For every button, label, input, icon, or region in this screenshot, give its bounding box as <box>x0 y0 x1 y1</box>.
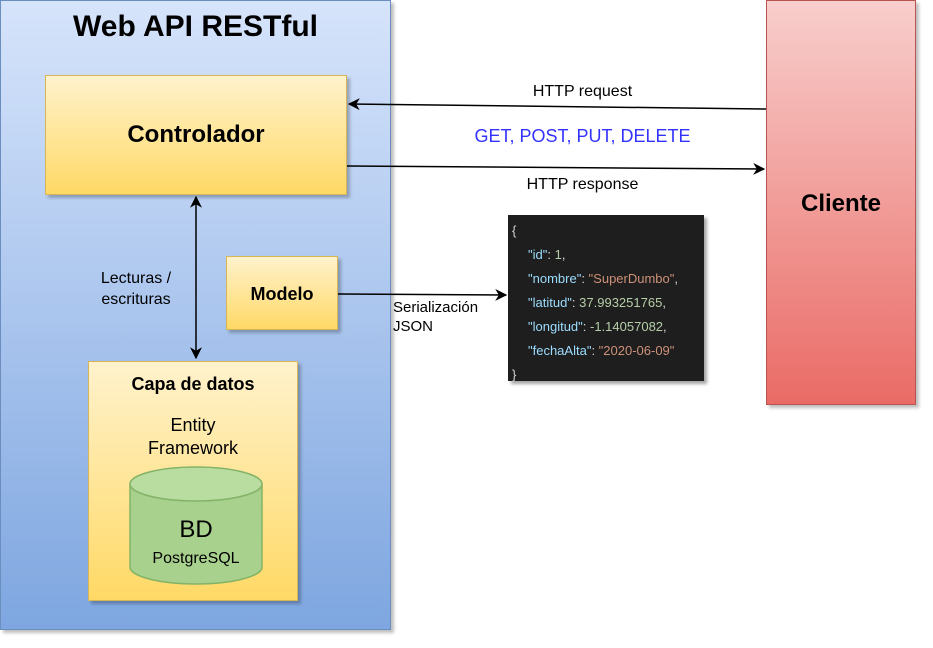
web-api-title: Web API RESTful <box>72 10 318 43</box>
serializacion-line2: JSON <box>393 318 434 335</box>
json-sample-block: { "id": 1, "nombre": "SuperDumbo", "lati… <box>508 215 704 382</box>
cliente-box <box>766 0 916 405</box>
serializacion-label: Serialización JSON <box>393 298 503 336</box>
json-open-brace: { <box>512 223 517 238</box>
json-close-brace: } <box>512 367 517 382</box>
controlador-box <box>45 75 347 195</box>
serializacion-arrow <box>337 288 508 301</box>
database-engine-label: PostgreSQL <box>152 550 240 567</box>
json-field: "longitud": -1.14057082, <box>528 319 667 334</box>
json-field: "fechaAlta": "2020-06-09" <box>528 343 675 358</box>
json-field: "latitud": 37.993251765, <box>528 295 666 310</box>
json-field: "nombre": "SuperDumbo", <box>528 271 678 286</box>
capa-datos-label: Capa de datos <box>131 374 255 394</box>
json-value: -1.14057082 <box>590 319 664 334</box>
escrituras-line: escrituras <box>101 291 171 308</box>
json-value: 37.993251765 <box>579 295 663 310</box>
json-field: "id": 1, <box>528 247 566 262</box>
database-cylinder-icon <box>129 466 263 585</box>
serializacion-line1: Serialización <box>393 299 479 316</box>
cliente-label: Cliente <box>800 190 881 217</box>
json-value: "SuperDumbo" <box>588 271 675 286</box>
json-value: "2020-06-09" <box>598 343 675 358</box>
entity-framework-label: Entity Framework <box>88 414 298 460</box>
http-request-arrow <box>347 98 767 111</box>
http-request-label: HTTP request <box>532 83 633 100</box>
entity-framework-line2: Framework <box>147 438 238 458</box>
json-key: "id" <box>528 247 548 262</box>
lecturas-escrituras-label: Lecturas / escrituras <box>84 268 188 310</box>
database-label: BD <box>179 516 213 543</box>
json-key: "latitud" <box>528 295 572 310</box>
http-response-arrow <box>346 162 766 175</box>
json-key: "nombre" <box>528 271 582 286</box>
lecturas-line: Lecturas / <box>100 270 172 287</box>
modelo-box <box>226 256 338 330</box>
http-verbs-label: GET, POST, PUT, DELETE <box>474 126 691 146</box>
modelo-label: Modelo <box>250 284 314 304</box>
entity-framework-line1: Entity <box>170 415 216 435</box>
json-key: "longitud" <box>528 319 583 334</box>
json-key: "fechaAlta" <box>528 343 592 358</box>
json-value: 1 <box>554 247 562 262</box>
controlador-label: Controlador <box>127 121 265 148</box>
http-response-label: HTTP response <box>526 176 639 193</box>
